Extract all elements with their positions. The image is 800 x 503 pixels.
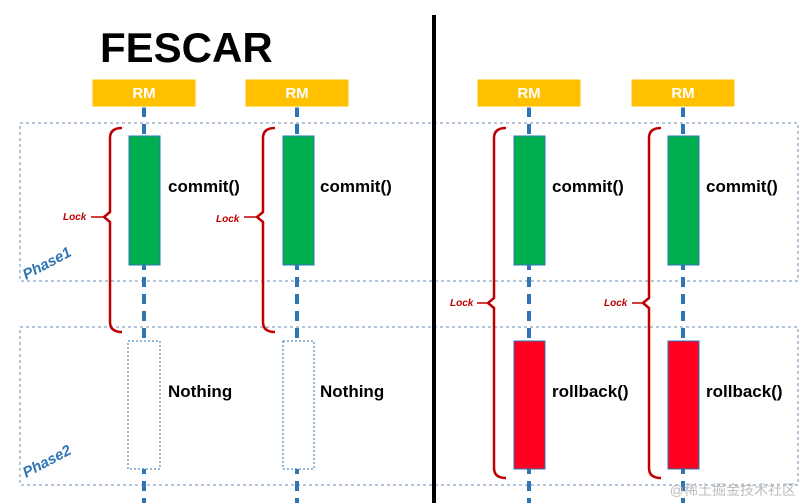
- commit-bar: [282, 135, 315, 266]
- lock-label: Lock: [63, 212, 87, 223]
- rm-box: [476, 78, 582, 108]
- rm-box: [244, 78, 350, 108]
- lock-label: Lock: [216, 214, 240, 225]
- phase1-label: Phase1: [20, 244, 74, 284]
- phase1-op-label: commit(): [168, 177, 240, 196]
- lock-bracket: [255, 126, 276, 334]
- nothing-bar: [127, 340, 161, 470]
- rollback-bar: [513, 340, 546, 470]
- phase2-op-label: rollback(): [706, 382, 783, 401]
- rm-label: RM: [285, 85, 308, 102]
- phase2-label: Phase2: [20, 442, 75, 482]
- lock-label: Lock: [450, 298, 474, 309]
- rm-label: RM: [132, 85, 155, 102]
- lock-bracket: [641, 126, 662, 480]
- lock-bracket: [486, 126, 507, 480]
- commit-bar: [128, 135, 161, 266]
- phase2-op-label: Nothing: [320, 382, 384, 401]
- commit-bar: [513, 135, 546, 266]
- rm-label: RM: [671, 85, 694, 102]
- rm-label: RM: [517, 85, 540, 102]
- commit-bar: [667, 135, 700, 266]
- watermark: @稀土掘金技术社区: [670, 482, 796, 498]
- diagram-title: FESCAR: [100, 24, 273, 71]
- phase1-op-label: commit(): [552, 177, 624, 196]
- phase2-op-label: rollback(): [552, 382, 629, 401]
- lock-label: Lock: [604, 298, 628, 309]
- rollback-bar: [667, 340, 700, 470]
- phase1-op-label: commit(): [320, 177, 392, 196]
- lock-bracket: [102, 126, 123, 334]
- phase2-op-label: Nothing: [168, 382, 232, 401]
- rm-box: [630, 78, 736, 108]
- nothing-bar: [282, 340, 315, 470]
- phase1-op-label: commit(): [706, 177, 778, 196]
- rm-box: [91, 78, 197, 108]
